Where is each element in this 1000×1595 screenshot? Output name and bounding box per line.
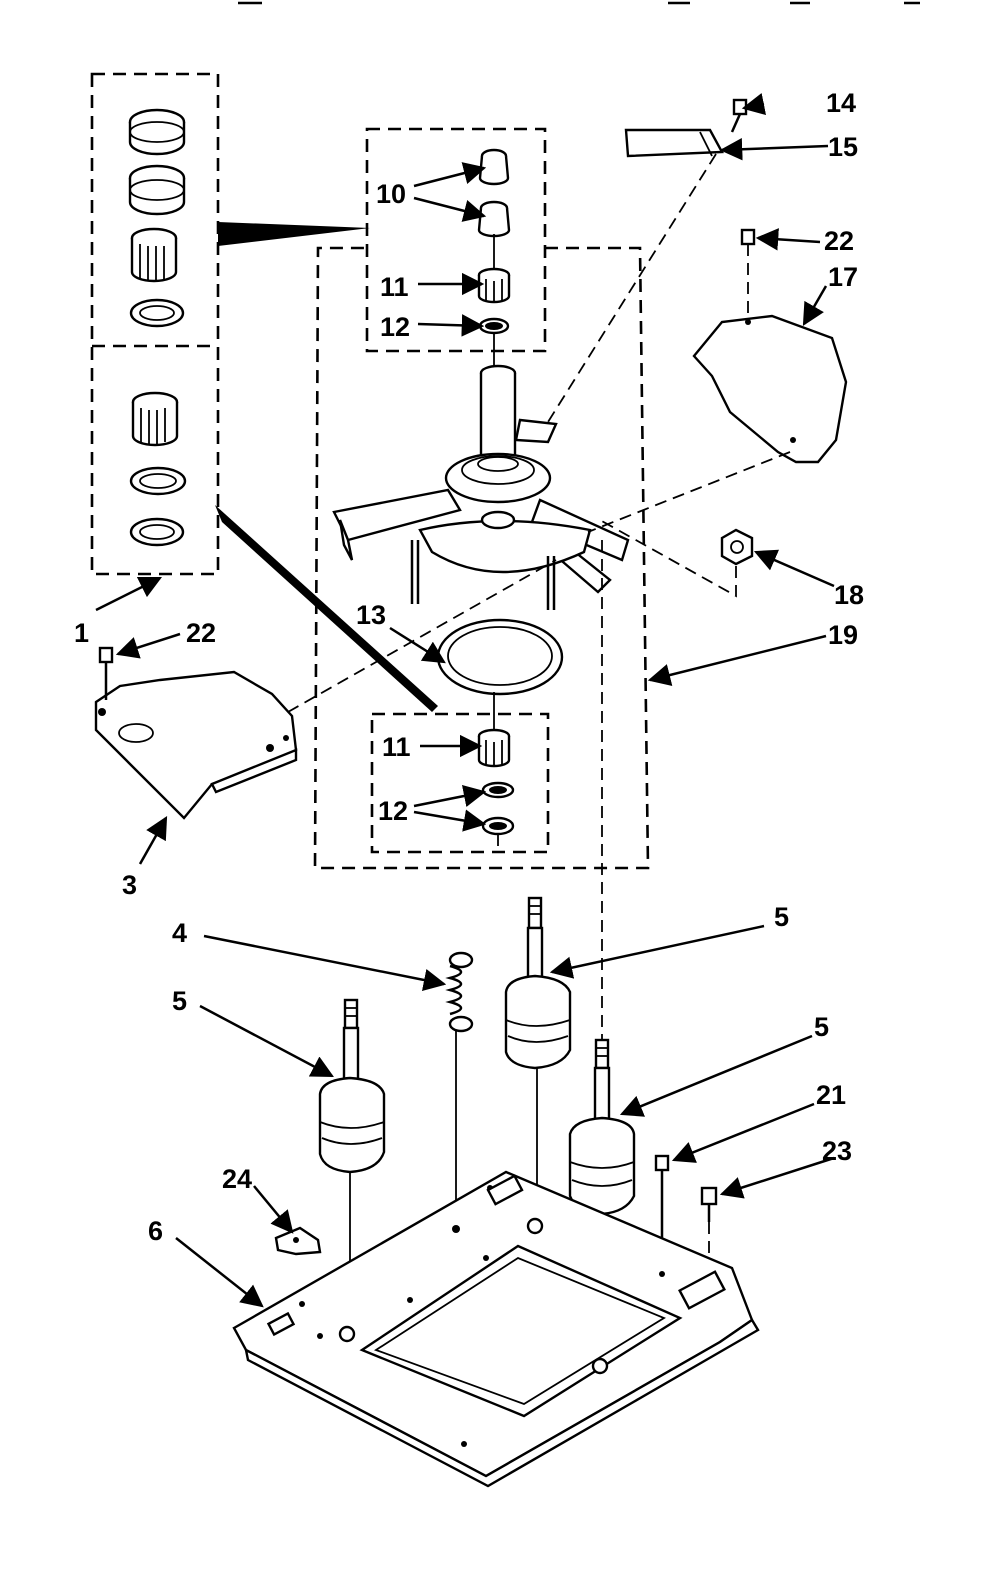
needle-bearing-1 [130, 227, 178, 283]
bracket-15 [624, 128, 724, 158]
gear-housing [410, 510, 592, 610]
thrust-washer-2 [129, 466, 187, 496]
screw-22-left [98, 646, 114, 700]
screw-14 [730, 98, 748, 133]
label-13: 13 [356, 600, 386, 630]
kit-leader-wedge-bottom [215, 505, 438, 712]
seal-ring-1 [128, 108, 186, 156]
bearing-11-bottom [477, 728, 511, 768]
part-number-labels: 14 15 10 22 17 11 12 18 13 1 22 19 11 12… [74, 88, 864, 1246]
label-17: 17 [828, 262, 858, 292]
label-19: 19 [828, 620, 858, 650]
lower-bearing-group [370, 692, 550, 854]
cap-10-bottom [477, 200, 511, 238]
snubber-5-right [568, 1038, 636, 1366]
label-5-center: 5 [774, 902, 789, 932]
washer-12-middle [481, 781, 515, 799]
label-10: 10 [376, 179, 406, 209]
label-22-left: 22 [186, 618, 216, 648]
hub [444, 452, 552, 504]
label-4: 4 [172, 918, 187, 948]
clip-24 [274, 1226, 322, 1256]
spring-4 [445, 951, 474, 1033]
label-23: 23 [822, 1136, 852, 1166]
label-3: 3 [122, 870, 137, 900]
bearing-11-top [477, 267, 511, 304]
shield-plate-3 [94, 670, 298, 820]
shield-plate-17 [692, 314, 848, 464]
kit-leader-wedge-top [218, 222, 370, 246]
drive-shaft [479, 364, 517, 464]
label-6: 6 [148, 1216, 163, 1246]
label-15: 15 [828, 132, 858, 162]
needle-bearing-2 [131, 391, 179, 447]
washer-12-bottom [481, 816, 515, 836]
upper-bearing-group [365, 127, 547, 366]
label-5-left: 5 [172, 986, 187, 1016]
snubber-5-center [504, 896, 572, 1222]
label-11-bottom: 11 [382, 732, 411, 762]
thrust-washer-3 [129, 517, 185, 547]
leader-lines [95, 92, 835, 1308]
seal-ring-2 [128, 164, 186, 216]
bearing-kit-group [90, 72, 438, 712]
label-22-right: 22 [824, 226, 854, 256]
label-5-right: 5 [814, 1012, 829, 1042]
belt-13 [436, 618, 564, 696]
label-12-top: 12 [380, 312, 410, 342]
label-14: 14 [826, 88, 856, 118]
label-11-top: 11 [380, 272, 409, 302]
base-frame-6 [232, 1170, 760, 1488]
label-21: 21 [816, 1080, 846, 1110]
connector-lines [287, 153, 791, 713]
thrust-washer-1 [129, 298, 185, 328]
label-24: 24 [222, 1164, 252, 1194]
screw-22-right [740, 228, 756, 318]
washer-12-top [478, 317, 510, 335]
cap-10-top [478, 148, 510, 186]
transmission-assembly-group [313, 246, 650, 870]
label-1: 1 [74, 618, 89, 648]
label-12-bottom: 12 [378, 796, 408, 826]
label-18: 18 [834, 580, 864, 610]
nut-18 [720, 528, 754, 566]
